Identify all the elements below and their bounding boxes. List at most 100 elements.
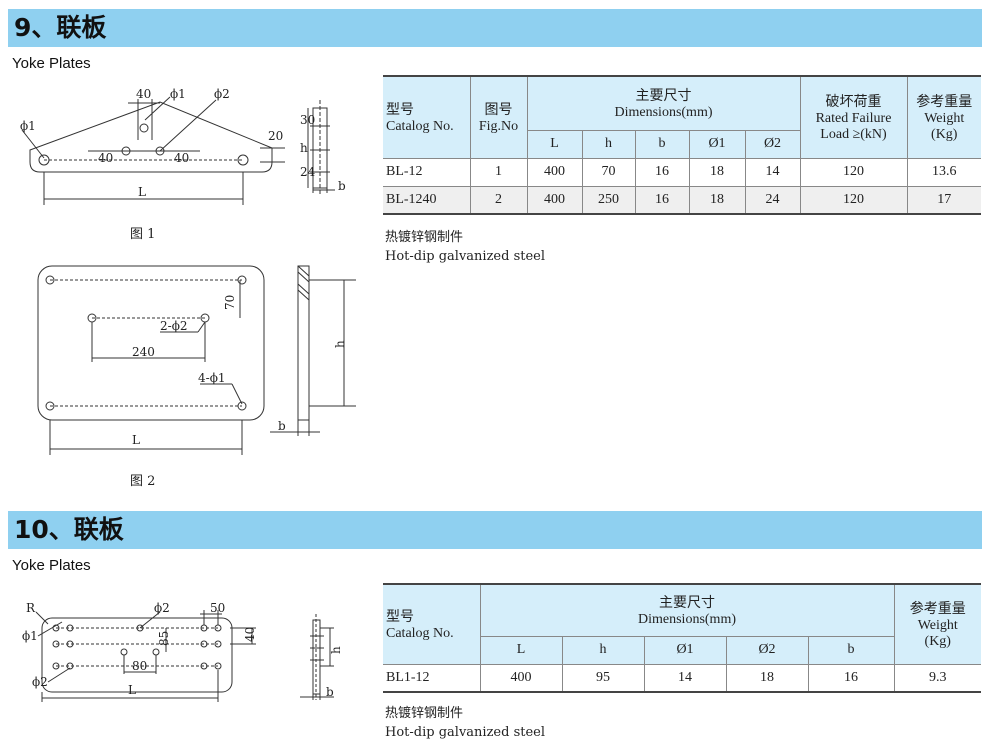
- header-fig-cn: 图号: [484, 103, 513, 119]
- section-10-title: 10、联板: [14, 515, 124, 544]
- cell-L: 400: [526, 185, 583, 215]
- cell-h: 250: [581, 185, 636, 215]
- header-load-en2: Load ≥(kN): [820, 127, 887, 143]
- cell-load: 120: [799, 157, 908, 187]
- header-weight-cn: 参考重量: [916, 95, 973, 111]
- fig3-dim-L: L: [128, 683, 136, 697]
- cell-b: 16: [634, 157, 690, 187]
- section-10-subtitle: Yoke Plates: [12, 557, 91, 574]
- header-dimensions: 主要尺寸 Dimensions(mm): [479, 583, 895, 637]
- fig1-phi1-left: ϕ1: [20, 119, 36, 133]
- header-catalog-cn: 型号: [386, 103, 414, 119]
- cell-phi1: 18: [688, 185, 746, 215]
- cell-h: 70: [581, 157, 636, 187]
- header-weight-en: Weight: [924, 111, 965, 127]
- header-weight: 参考重量 Weight (Kg): [893, 583, 981, 665]
- header-fig: 图号 Fig.No: [469, 75, 528, 159]
- section-10-banner: 10、联板: [8, 511, 982, 549]
- fig2-phi2: 2-ϕ2: [160, 319, 188, 333]
- cell-phi2: 24: [744, 185, 801, 215]
- fig1-dim-30: 30: [300, 113, 315, 127]
- fig1-dim-h: h: [300, 141, 308, 155]
- cell-catalog: BL-1240: [383, 185, 471, 215]
- fig1-dim-40-right: 40: [174, 151, 189, 165]
- cell-b: 16: [634, 185, 690, 215]
- fig3-dim-85: 85: [157, 631, 171, 646]
- header-catalog-cn: 型号: [386, 610, 414, 626]
- header-load-en1: Rated Failure: [815, 111, 892, 127]
- header-sub-b: b: [634, 129, 690, 159]
- header-dims-cn: 主要尺寸: [635, 89, 692, 105]
- fig3-dim-b: b: [326, 685, 334, 699]
- cell-load: 120: [799, 185, 908, 215]
- section-9-note-cn: 热镀锌钢制件: [385, 230, 464, 245]
- section-10-spec-table: 型号 Catalog No. 主要尺寸 Dimensions(mm) 参考重量 …: [383, 583, 981, 693]
- section-9-banner: 9、联板: [8, 9, 982, 47]
- cell-weight: 17: [906, 185, 981, 215]
- fig3-phi2-top: ϕ2: [154, 601, 170, 615]
- section-9-subtitle: Yoke Plates: [12, 55, 91, 72]
- cell-weight: 9.3: [893, 663, 981, 693]
- figure-1-caption: 图 1: [130, 227, 156, 242]
- fig1-dim-L: L: [138, 185, 146, 199]
- fig1-dim-40-left: 40: [98, 151, 113, 165]
- cell-fig: 1: [469, 157, 528, 187]
- header-load-cn: 破坏荷重: [825, 95, 882, 111]
- header-weight-unit: (Kg): [924, 634, 951, 650]
- cell-catalog: BL1-12: [383, 663, 481, 693]
- table-row: BL1-12 400 95 14 18 16 9.3: [383, 663, 981, 693]
- header-load: 破坏荷重 Rated Failure Load ≥(kN): [799, 75, 908, 159]
- fig3-R: R: [26, 601, 36, 615]
- cell-weight: 13.6: [906, 157, 981, 187]
- header-sub-L: L: [527, 129, 583, 159]
- cell-phi2: 14: [744, 157, 801, 187]
- fig3-dim-80: 80: [132, 659, 147, 673]
- fig1-dim-24: 24: [300, 165, 316, 179]
- fig3-dim-50: 50: [210, 601, 225, 615]
- fig3-phi1: ϕ1: [22, 629, 38, 643]
- figure-2-drawing: [37, 265, 356, 455]
- header-dims-cn: 主要尺寸: [659, 596, 715, 612]
- header-sub-phi2: Ø2: [725, 635, 809, 665]
- section-10-note-cn: 热镀锌钢制件: [385, 706, 464, 721]
- cell-b: 16: [807, 663, 895, 693]
- fig1-dim-40-top: 40: [136, 87, 151, 101]
- figure-1-labels: 40 ϕ1 ϕ2 ϕ1 20 40 40 L 30 h 24 b: [20, 87, 346, 199]
- fig1-dim-20: 20: [268, 129, 283, 143]
- figure-1-drawing: [21, 96, 335, 205]
- header-catalog: 型号 Catalog No.: [383, 583, 481, 665]
- cell-L: 400: [479, 663, 563, 693]
- fig3-phi2-bottom: ϕ2: [32, 675, 48, 689]
- fig2-dim-h: h: [333, 340, 347, 348]
- header-dimensions: 主要尺寸 Dimensions(mm): [526, 75, 801, 131]
- cell-phi1: 18: [688, 157, 746, 187]
- header-weight: 参考重量 Weight (Kg): [906, 75, 981, 159]
- fig2-dim-240: 240: [132, 345, 155, 359]
- header-sub-h: h: [581, 129, 636, 159]
- fig2-dim-L: L: [132, 433, 140, 447]
- fig3-dim-h: h: [329, 646, 343, 654]
- header-weight-unit: (Kg): [931, 127, 958, 143]
- fig2-dim-70: 70: [223, 295, 237, 310]
- header-sub-L: L: [480, 635, 563, 665]
- header-weight-cn: 参考重量: [909, 602, 966, 618]
- section-9-spec-table: 型号 Catalog No. 图号 Fig.No 主要尺寸 Dimensions…: [383, 75, 981, 215]
- cell-phi2: 18: [725, 663, 809, 693]
- fig3-dim-40: 40: [243, 627, 257, 642]
- header-fig-en: Fig.No: [478, 119, 519, 135]
- section-9-title: 9、联板: [14, 13, 107, 42]
- figure-2-caption: 图 2: [130, 474, 156, 489]
- header-sub-phi1: Ø1: [643, 635, 727, 665]
- section-9-note-en: Hot-dip galvanized steel: [385, 249, 546, 264]
- fig1-dim-b: b: [338, 179, 346, 193]
- header-sub-h: h: [561, 635, 645, 665]
- header-dims-en: Dimensions(mm): [614, 105, 713, 121]
- fig1-phi2: ϕ2: [214, 87, 230, 101]
- figure-2-labels: 70 2-ϕ2 240 4-ϕ1 L h b: [132, 295, 347, 447]
- cell-phi1: 14: [643, 663, 727, 693]
- table-row: BL-1240 2 400 250 16 18 24 120 17: [383, 185, 981, 215]
- header-sub-b: b: [807, 635, 894, 665]
- header-sub-phi1: Ø1: [688, 129, 746, 159]
- header-dims-en: Dimensions(mm): [638, 612, 736, 628]
